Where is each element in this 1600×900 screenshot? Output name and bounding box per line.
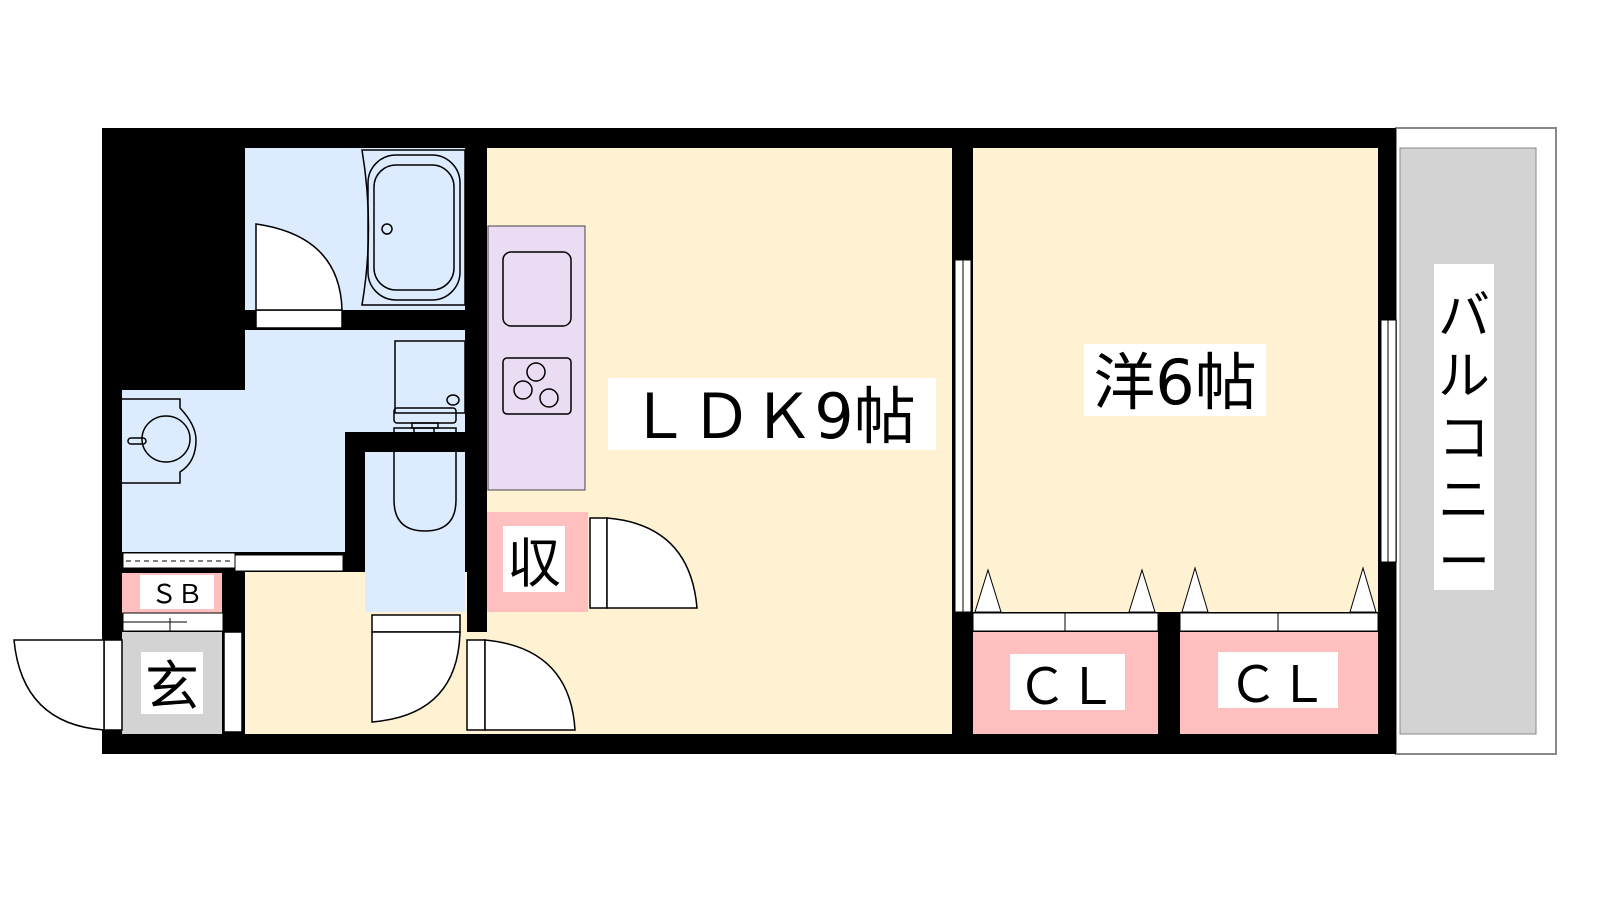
- closet-1-label: ＣＬ: [1017, 658, 1117, 716]
- door-icons: [13, 223, 698, 733]
- svg-text:バ: バ: [1438, 287, 1490, 347]
- entrance-label: 玄: [145, 655, 199, 718]
- kitchen-sink-icon: [502, 251, 572, 327]
- storage-label: 収: [507, 532, 561, 595]
- svg-text:ル: ル: [1438, 347, 1490, 407]
- shoe-box-label: ＳＢ: [151, 580, 203, 610]
- washing-machine-icon: [394, 340, 466, 414]
- sink-icon: [122, 398, 197, 484]
- windows-and-partitions: [122, 259, 1397, 632]
- western-room-label: 洋6帖: [1093, 346, 1256, 419]
- washroom: [122, 330, 465, 552]
- ldk-label: ＬＤＫ9帖: [628, 380, 915, 453]
- svg-text:ニ: ニ: [1438, 471, 1490, 531]
- stove-icon: [502, 357, 572, 415]
- closet-2-label: ＣＬ: [1228, 656, 1328, 714]
- svg-text:ー: ー: [1438, 533, 1490, 593]
- toilet-room: [365, 452, 465, 612]
- bathtub-icon: [361, 149, 466, 306]
- svg-text:コ: コ: [1438, 409, 1490, 469]
- toilet-icon: [393, 407, 457, 532]
- balcony-label: バ ル コ ニ ー: [1438, 287, 1490, 593]
